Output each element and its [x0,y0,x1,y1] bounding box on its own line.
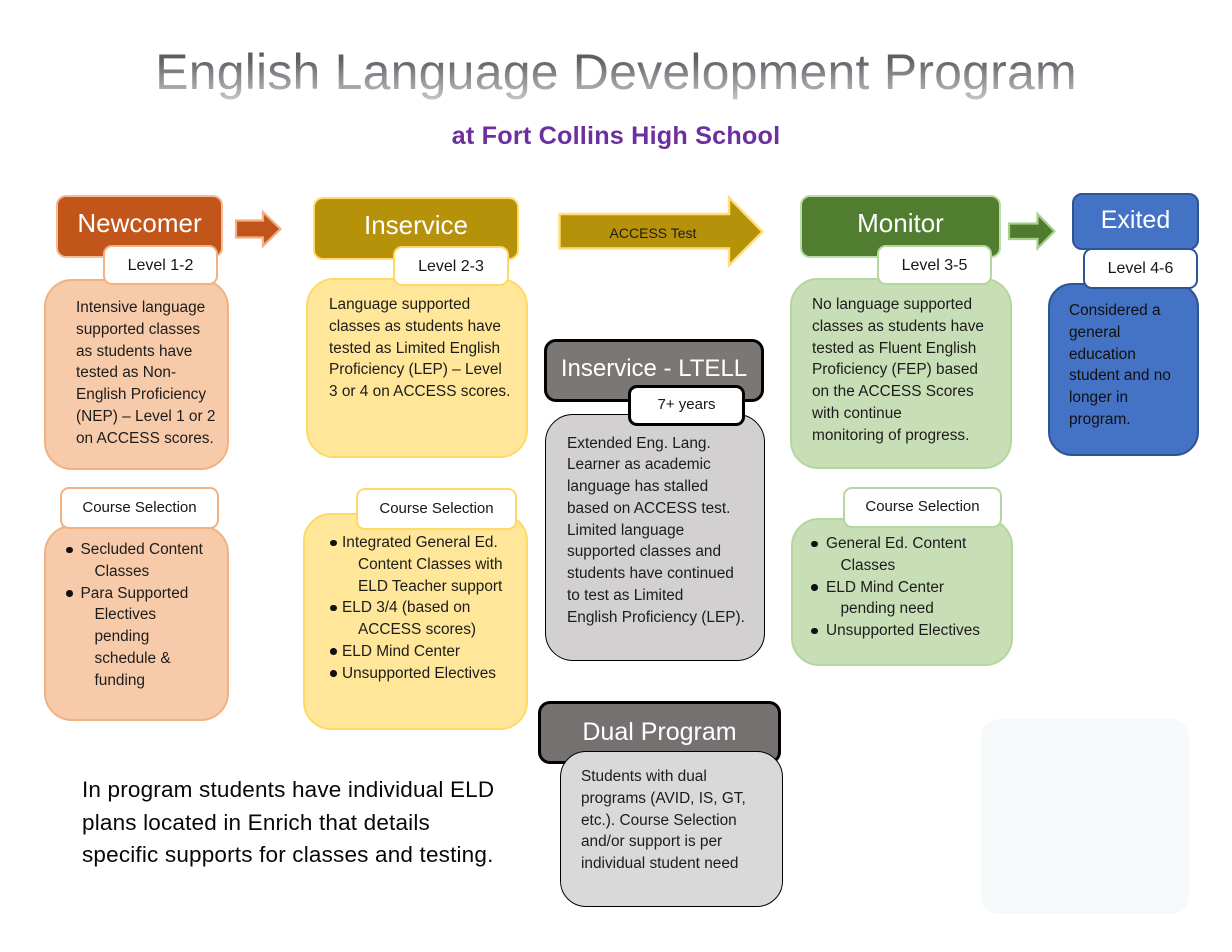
svg-text:ACCESS Test: ACCESS Test [610,225,697,241]
